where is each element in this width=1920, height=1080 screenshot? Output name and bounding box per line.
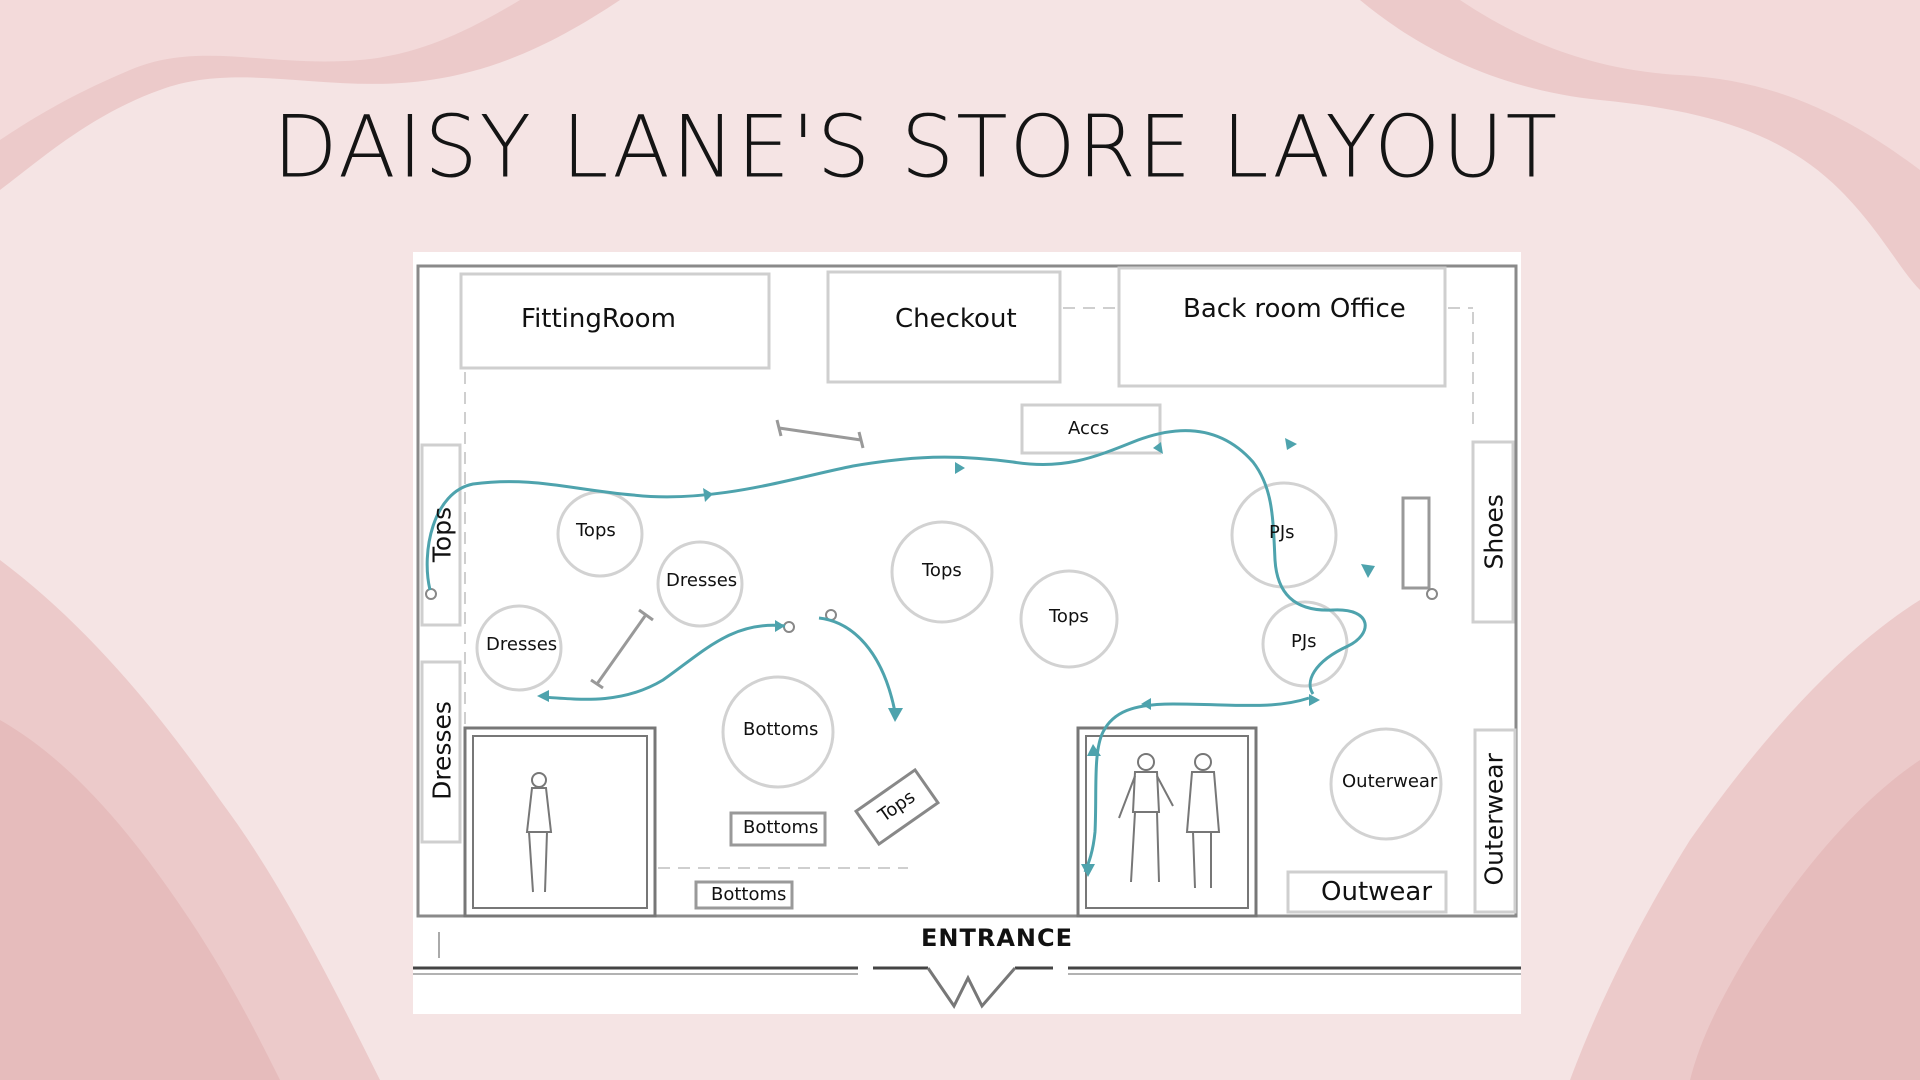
rack-bottoms-label: Bottoms	[743, 719, 819, 740]
back-room-office	[1117, 266, 1447, 388]
window-display-right	[1076, 726, 1258, 918]
entrance-label: ENTRANCE	[921, 924, 1073, 952]
rack-tops-2-label: Tops	[922, 560, 962, 581]
wall-label-tops: Tops	[427, 506, 457, 563]
rack-dresses-2-label: Dresses	[486, 634, 558, 655]
customer-flow-path	[425, 429, 1367, 695]
customer-flow-path	[542, 623, 786, 701]
checkout-counter	[826, 270, 1062, 384]
rack-tops-1-label: Tops	[576, 520, 616, 541]
store-floor-plan: FittingRoom Checkout Back room Office Ac…	[413, 252, 1521, 1014]
wall-shelf-shoes	[1471, 440, 1515, 624]
table-bottoms-2-label: Bottoms	[711, 884, 787, 905]
wall-label-dresses: Dresses	[427, 701, 457, 800]
bench-icon	[590, 608, 654, 690]
bench-icon	[775, 419, 865, 449]
rack-dresses-1-label: Dresses	[666, 570, 738, 591]
wall-shelf-dresses	[420, 660, 462, 844]
wall-label-outerwear: Outerwear	[1479, 753, 1509, 886]
wall-shelf-tops	[420, 443, 462, 627]
floor-plan-drawing	[413, 264, 1521, 1009]
rack-pjs-1	[1230, 481, 1338, 589]
outer-wall	[416, 264, 1518, 918]
table-tops-angled	[853, 767, 941, 847]
accs-table	[1020, 403, 1162, 455]
rack-pjs-2-label: PJs	[1291, 631, 1317, 652]
table-bottoms-2	[694, 880, 794, 910]
rack-tops-3-label: Tops	[1049, 606, 1089, 627]
window-display-left	[463, 726, 657, 918]
page-title: DAISY LANE'S STORE LAYOUT	[272, 97, 1560, 197]
table-bottoms-1-label: Bottoms	[743, 817, 819, 838]
rack-outerwear-label: Outerwear	[1342, 771, 1438, 792]
stand-icon	[1401, 496, 1431, 590]
outwear-label: Outwear	[1321, 877, 1433, 907]
entrance-door	[926, 967, 1017, 1009]
wall-label-shoes: Shoes	[1479, 494, 1509, 570]
rack-dresses-1	[656, 540, 744, 628]
outwear-shelf	[1286, 870, 1448, 914]
rack-pjs-1-label: PJs	[1269, 522, 1295, 543]
rack-outerwear	[1329, 727, 1443, 841]
fitting-room-label: FittingRoom	[521, 304, 676, 334]
mannequin-icon	[1185, 753, 1221, 889]
mannequin-icon	[1118, 753, 1174, 883]
rack-bottoms	[721, 675, 835, 789]
customer-flow-path	[1083, 696, 1310, 873]
back-room-office-label: Back room Office	[1183, 294, 1406, 324]
rack-pjs-2	[1261, 600, 1349, 688]
rack-tops-3	[1019, 569, 1119, 669]
rack-tops-2	[890, 520, 994, 624]
customer-flow-path	[818, 616, 897, 713]
table-bottoms-1	[729, 811, 827, 847]
rack-dresses-2	[475, 604, 563, 692]
checkout-label: Checkout	[895, 304, 1017, 334]
fitting-room	[459, 272, 771, 370]
accs-label: Accs	[1068, 418, 1110, 439]
wall-shelf-outerwear	[1473, 728, 1517, 914]
mannequin-icon	[525, 772, 553, 893]
